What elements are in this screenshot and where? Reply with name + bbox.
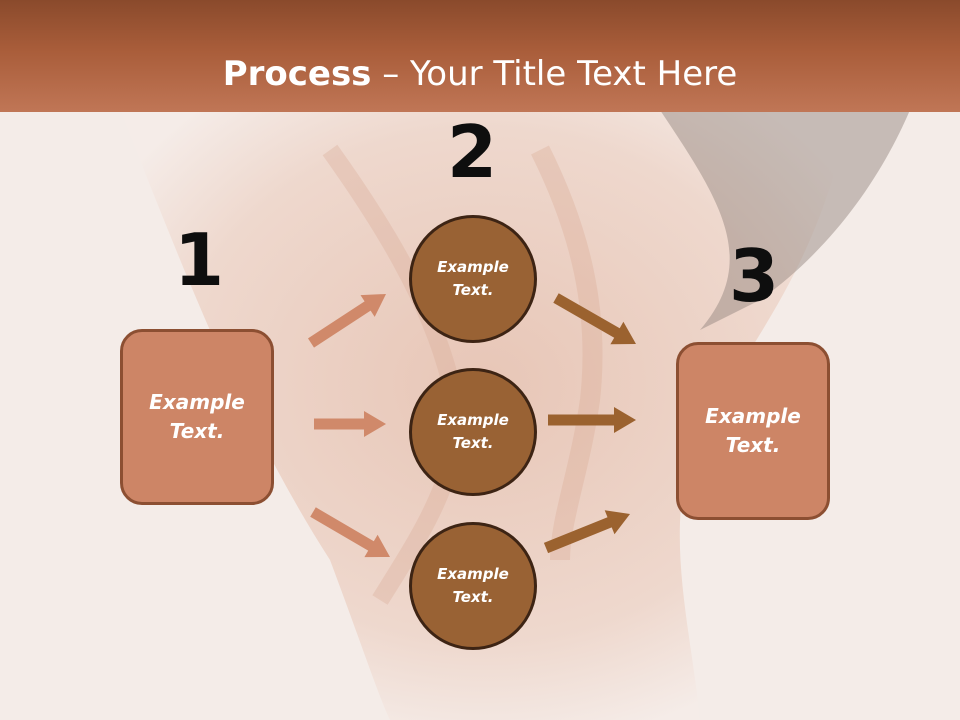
title-bold-text: Process <box>222 54 372 94</box>
arrow-start-to-top <box>308 294 386 348</box>
slide-title[interactable]: Process – Your Title Text Here <box>0 52 960 96</box>
arrow-start-to-middle <box>314 411 386 437</box>
start-box-text: Example Text. <box>149 390 245 443</box>
circle-bottom-text: Example Text. <box>437 565 509 606</box>
start-box[interactable]: Example Text. <box>120 329 274 505</box>
circle-middle-text: Example Text. <box>437 411 509 452</box>
process-circle-top[interactable]: Example Text. <box>409 215 537 343</box>
circle-top-text: Example Text. <box>437 258 509 299</box>
arrow-start-to-bottom <box>310 507 390 558</box>
arrow-middle-to-end <box>548 407 636 433</box>
end-box[interactable]: Example Text. <box>676 342 830 520</box>
step-number-2: 2 <box>446 110 498 194</box>
step-number-1: 1 <box>173 218 225 302</box>
end-box-text: Example Text. <box>705 404 801 457</box>
arrow-top-to-end <box>553 293 636 345</box>
process-circle-middle[interactable]: Example Text. <box>409 368 537 496</box>
title-bar <box>0 0 960 112</box>
process-circle-bottom[interactable]: Example Text. <box>409 522 537 650</box>
title-rest-text: – Your Title Text Here <box>371 54 738 94</box>
step-number-3: 3 <box>728 234 780 318</box>
arrow-bottom-to-end <box>543 510 630 554</box>
